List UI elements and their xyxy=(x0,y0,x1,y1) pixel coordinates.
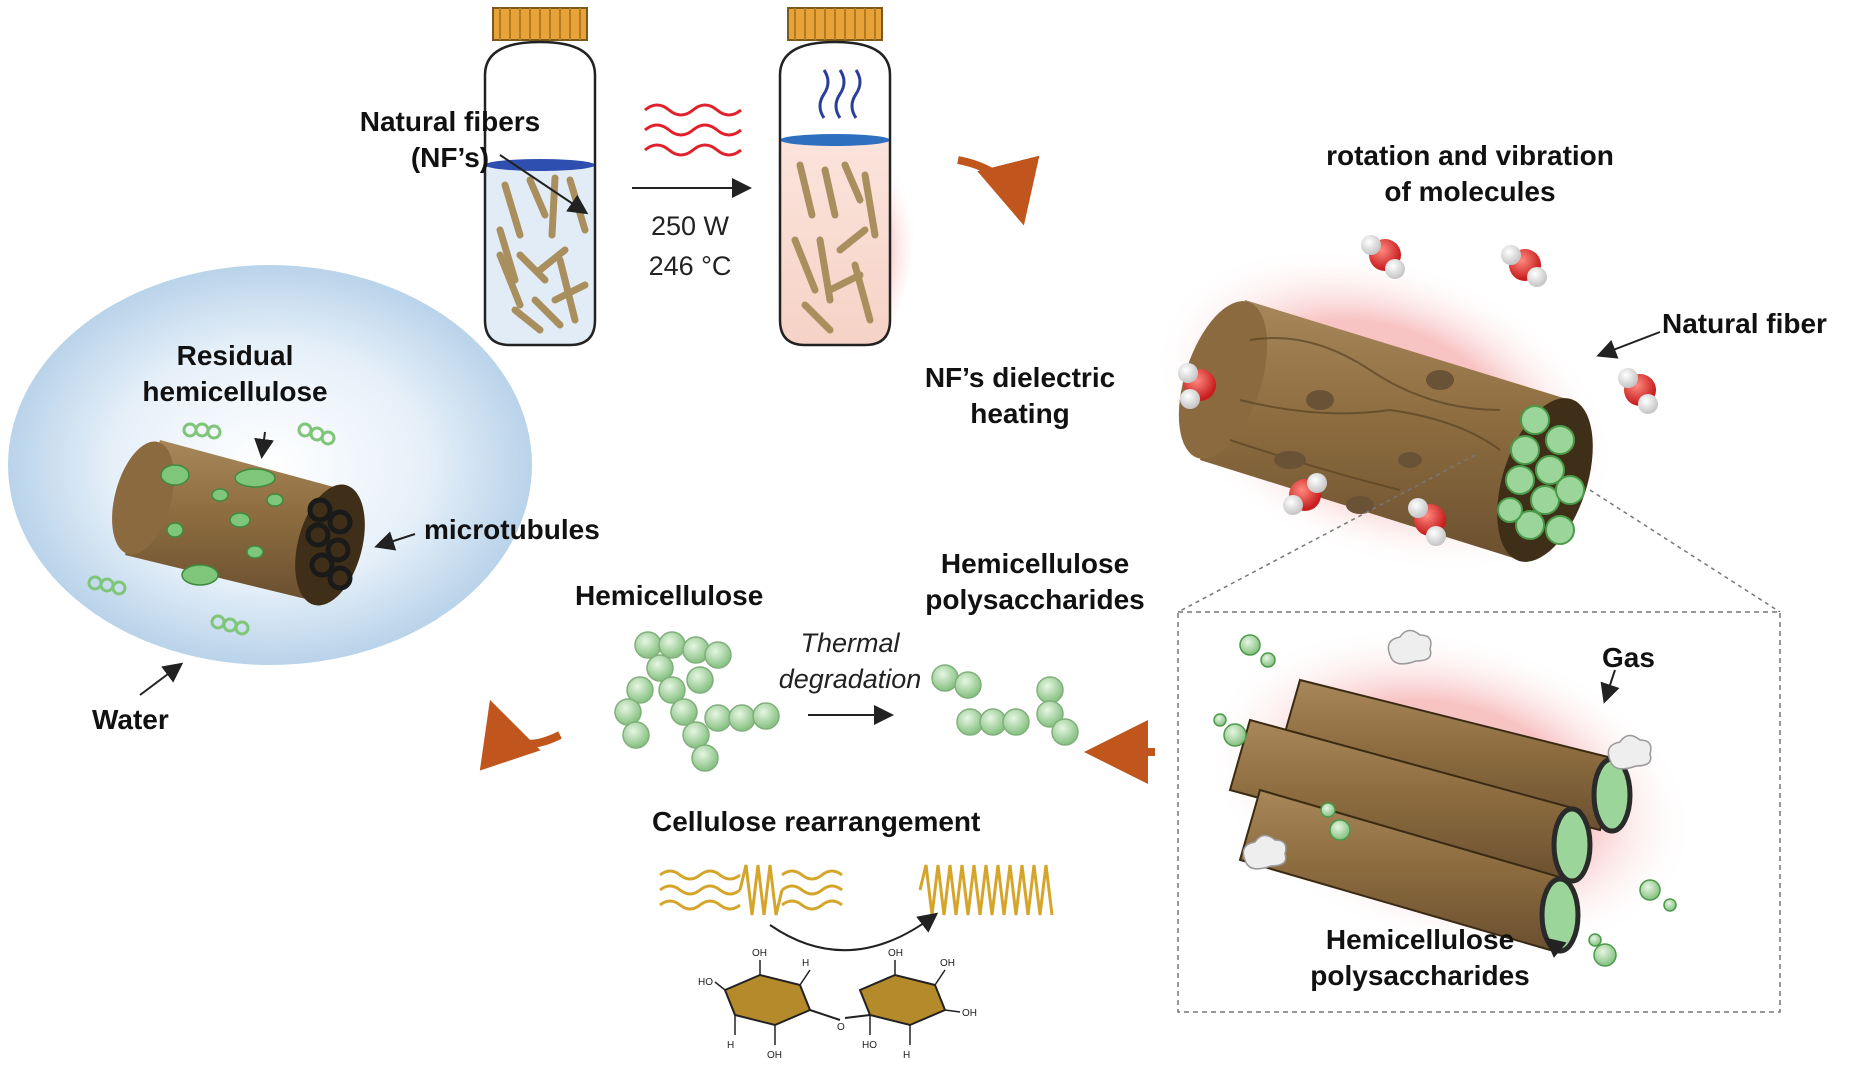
cellulose-rearrangement-label: Cellulose rearrangement xyxy=(652,806,981,837)
curved-arrow-to-water xyxy=(479,699,562,771)
cellobiose-structure: HO OH H H OH O OH OH HO H OH xyxy=(698,948,977,1061)
chem-label-h-1: H xyxy=(802,958,809,969)
natural-fibers-label: Natural fibers (NF’s) xyxy=(330,104,570,176)
hemicellulose-polysaccharides-box-line2: polysaccharides xyxy=(1310,960,1530,991)
natural-fiber-label: Natural fiber xyxy=(1662,308,1827,339)
microtubules-pointer xyxy=(374,531,416,551)
zoomed-fiber-box xyxy=(1177,611,1781,1013)
water-label: Water xyxy=(92,704,169,735)
hemicellulose-polysaccharides-box-label: Hemicellulose polysaccharides xyxy=(1280,922,1560,994)
hemicellulose-label: Hemicellulose xyxy=(575,580,764,611)
chem-label-oh-5: OH xyxy=(962,1008,977,1019)
chem-label-oh-2: OH xyxy=(767,1050,782,1061)
rotation-vibration-label: rotation and vibration of molecules xyxy=(1280,138,1660,210)
hemicellulose-polysaccharides-mid-line1: Hemicellulose xyxy=(940,548,1130,579)
microtubules-label: microtubules xyxy=(424,514,600,545)
chem-label-oh-4: OH xyxy=(940,958,955,969)
gas-label: Gas xyxy=(1602,642,1655,673)
curved-arrow-to-fiber xyxy=(957,155,1040,226)
temperature-value: 246 °C xyxy=(648,251,732,281)
rearrangement-arrow xyxy=(769,912,939,952)
hemicellulose-fragments xyxy=(931,664,1079,746)
chem-label-ho-1: HO xyxy=(698,977,713,988)
power-value: 250 W xyxy=(650,211,730,241)
chem-label-ho-2: HO xyxy=(862,1040,877,1051)
microwave-heat-icon xyxy=(644,103,742,157)
dielectric-heating-line2: heating xyxy=(970,398,1070,429)
dielectric-heating-line1: NF’s dielectric xyxy=(924,362,1116,393)
thermal-degradation-line2: degradation xyxy=(778,664,922,694)
residual-pointer xyxy=(254,431,274,459)
natural-fibers-line2: (NF’s) xyxy=(410,142,490,173)
residual-hemicellulose-label: Residual hemicellulose xyxy=(120,338,350,410)
natural-fibers-line1: Natural fibers xyxy=(359,106,541,137)
hemicellulose-polymer xyxy=(614,631,780,772)
floating-oligomers xyxy=(87,422,336,636)
thermal-degradation-line1: Thermal xyxy=(800,628,900,658)
water-pointer xyxy=(139,662,184,696)
hemicellulose-polysaccharides-mid-label: Hemicellulose polysaccharides xyxy=(895,546,1175,618)
conditions-label: 250 W 246 °C xyxy=(630,206,750,286)
chem-label-h-3: H xyxy=(903,1050,910,1061)
chem-label-h-2: H xyxy=(727,1040,734,1051)
residual-fiber-cylinder xyxy=(112,440,365,606)
cellulose-wave-after xyxy=(918,864,1054,916)
zoom-line-right xyxy=(1589,489,1781,613)
water-ellipse xyxy=(8,265,532,665)
dielectric-heating-label: NF’s dielectric heating xyxy=(880,360,1160,432)
rotation-vibration-line1: rotation and vibration xyxy=(1326,140,1614,171)
residual-hemicellulose-line2: hemicellulose xyxy=(142,376,328,407)
chem-label-oh-3: OH xyxy=(888,948,903,959)
chem-label-oh-1: OH xyxy=(752,948,767,959)
natural-fiber-cylinder xyxy=(1153,246,1617,574)
cellulose-wave-before xyxy=(659,864,843,916)
chem-label-o: O xyxy=(837,1022,845,1033)
water-molecules xyxy=(1178,235,1658,546)
hemicellulose-polysaccharides-box-line1: Hemicellulose xyxy=(1325,924,1515,955)
hemicellulose-polysaccharides-mid-line2: polysaccharides xyxy=(925,584,1145,615)
residual-hemicellulose-line1: Residual xyxy=(176,340,294,371)
natural-fiber-pointer xyxy=(1596,331,1661,359)
rotation-vibration-line2: of molecules xyxy=(1384,176,1556,207)
vial-dielectric-heating xyxy=(778,7,920,360)
thermal-degradation-label: Thermal degradation xyxy=(770,625,930,697)
vial-natural-fibers xyxy=(483,7,597,347)
